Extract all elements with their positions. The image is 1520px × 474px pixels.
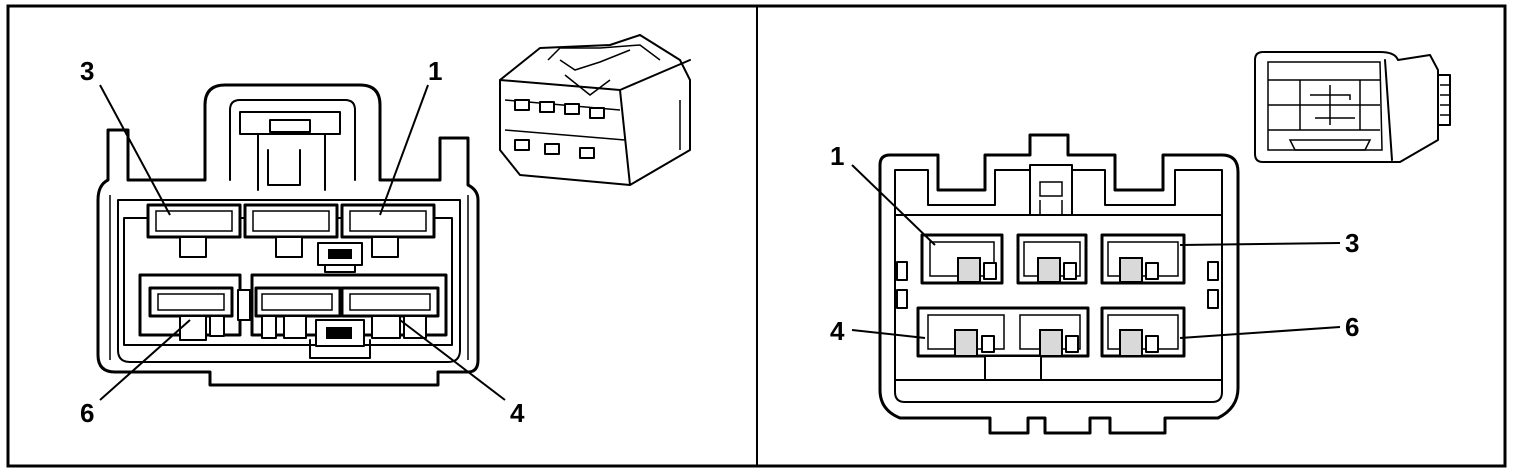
leader-left-4 [399,319,506,401]
pin-label-right-6: 6 [1345,312,1359,342]
pin-label-right-4: 4 [830,316,845,346]
pin-label-left-1: 1 [428,56,442,86]
right-connector-face [878,133,1240,435]
left-connector-face [96,83,480,387]
pin-label-left-4: 4 [510,398,525,428]
right-thumbnail-connector [1254,51,1451,163]
right-panel: 1 3 4 6 [830,51,1451,435]
leader-right-4 [851,329,926,339]
leader-right-3 [1179,242,1341,246]
leader-right-1 [851,164,936,246]
left-thumbnail-connector [499,34,691,186]
leader-left-1 [379,84,429,216]
left-top-row-terminals [146,203,436,258]
pin-label-left-3: 3 [80,56,94,86]
pin-label-left-6: 6 [80,398,94,428]
left-panel: 3 1 6 4 [80,34,691,428]
leader-left-3 [99,84,171,216]
leader-right-6 [1179,326,1341,339]
left-bottom-row-terminals [138,273,448,341]
right-bottom-row-terminals [916,306,1186,381]
right-top-row-terminals [920,233,1186,285]
pin-label-right-3: 3 [1345,228,1359,258]
leader-left-6 [99,319,191,401]
pin-label-right-1: 1 [830,141,844,171]
